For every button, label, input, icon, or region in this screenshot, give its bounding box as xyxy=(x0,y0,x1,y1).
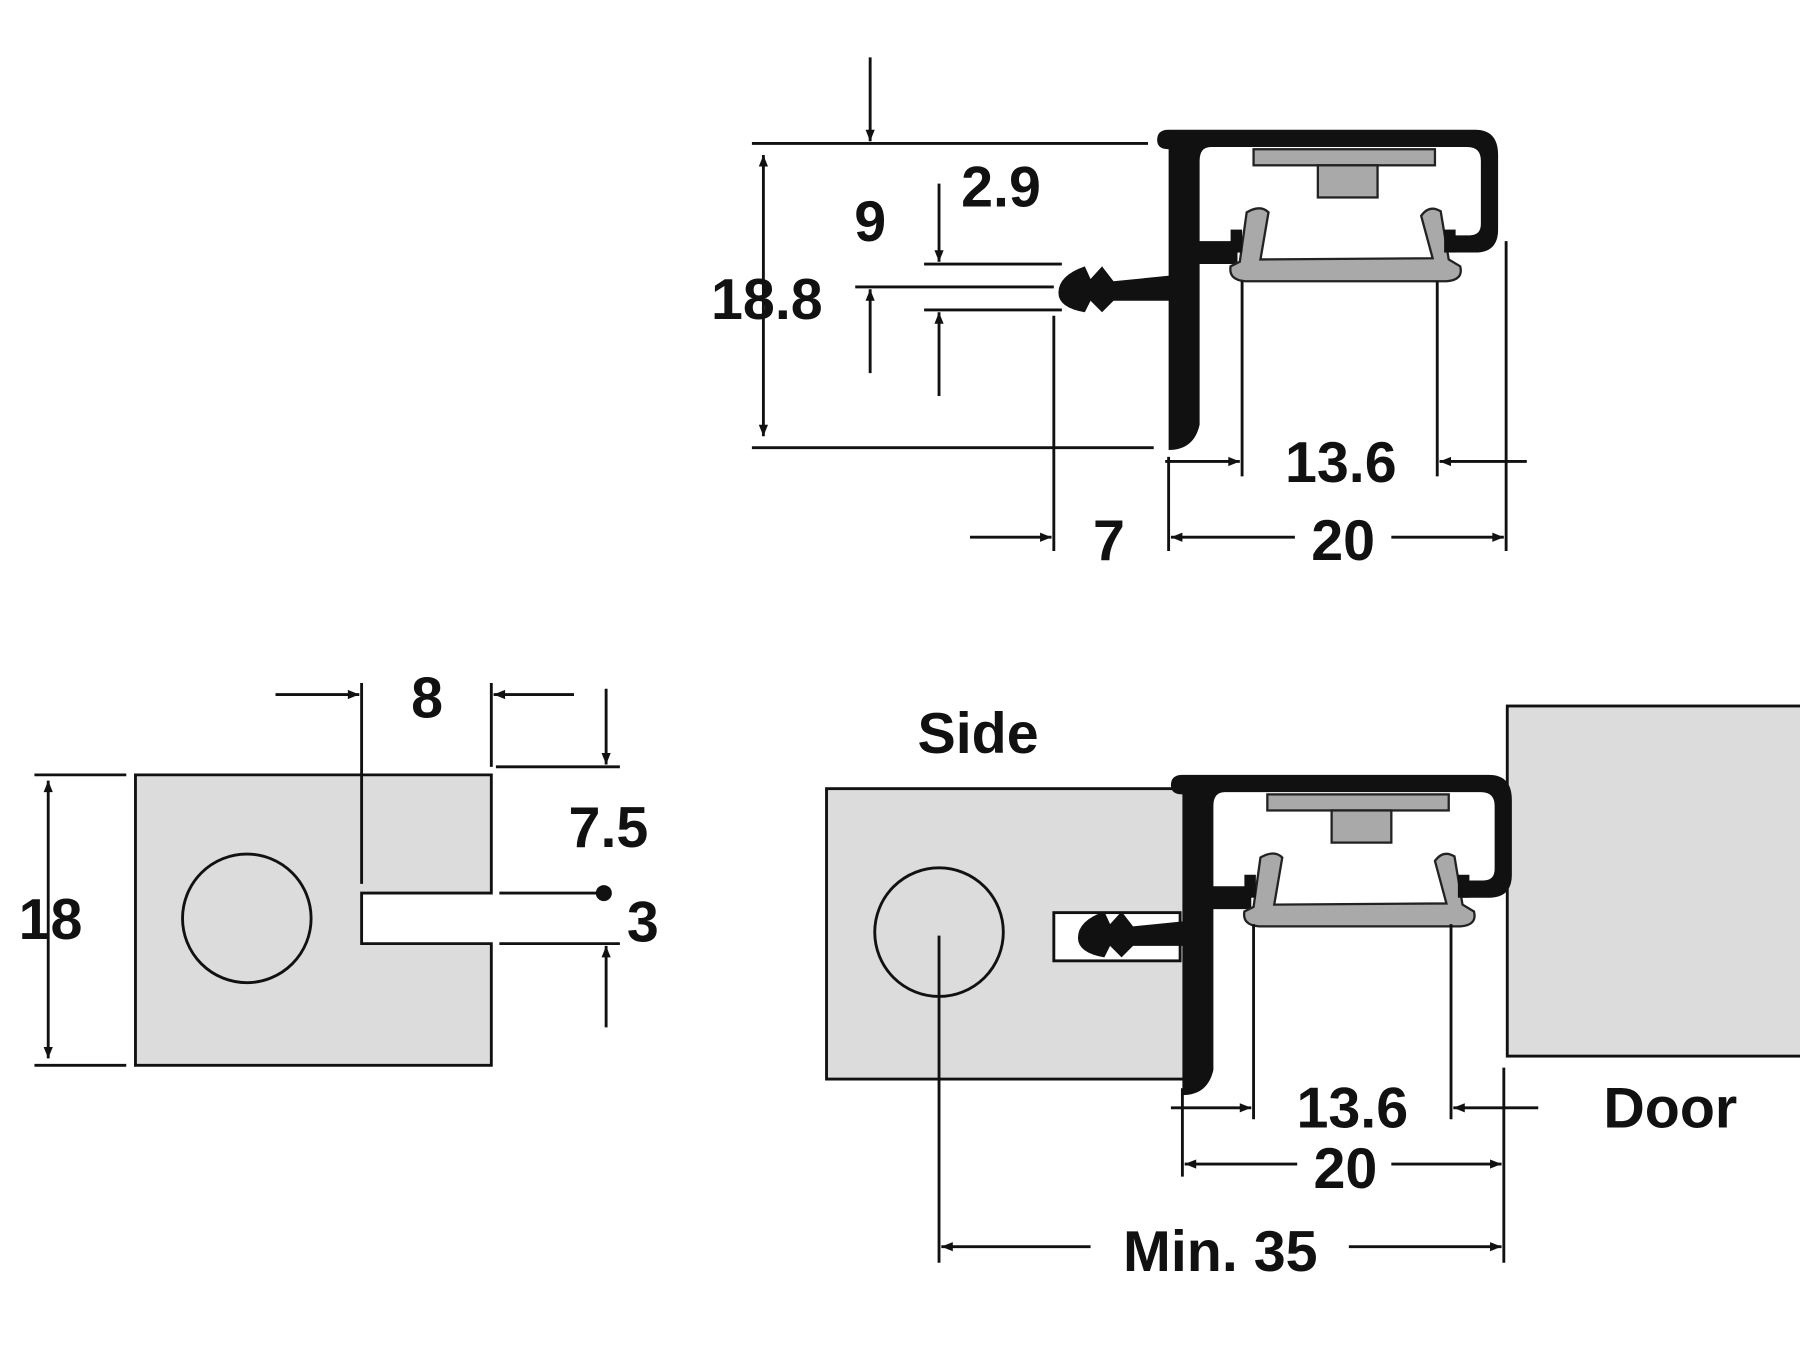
dim-overall-height: 18.8 xyxy=(711,268,823,332)
dim-panel-thickness: 18 xyxy=(19,888,83,952)
panel-section xyxy=(134,773,493,1067)
dim-assembly-inner-width: 13.6 xyxy=(1296,1076,1408,1140)
dim-overall-width: 20 xyxy=(1311,509,1375,573)
dim-min-distance: Min. 35 xyxy=(1123,1220,1317,1284)
slot-panel-view: 18 8 7.5 3 xyxy=(19,666,659,1067)
dim-inner-width: 13.6 xyxy=(1285,431,1397,495)
dim-pin-offset: 9 xyxy=(854,190,886,254)
door-panel xyxy=(1505,704,1800,1058)
hole xyxy=(181,852,313,985)
assembly-view: Side Door 13.6 20 Min. 35 xyxy=(825,702,1800,1284)
label-side: Side xyxy=(917,702,1038,766)
dim-slot-position: 7.5 xyxy=(569,796,649,860)
profile-shape xyxy=(1058,128,1500,452)
label-door: Door xyxy=(1603,1076,1737,1140)
dim-slot-width: 3 xyxy=(627,890,659,954)
dim-pin-length: 7 xyxy=(1093,509,1125,573)
dim-pin-diameter: 2.9 xyxy=(961,156,1041,220)
dim-assembly-overall-width: 20 xyxy=(1313,1137,1377,1201)
top-profile-view: 18.8 9 2.9 7 13.6 20 xyxy=(711,57,1527,573)
dim-slot-depth: 8 xyxy=(411,666,443,730)
